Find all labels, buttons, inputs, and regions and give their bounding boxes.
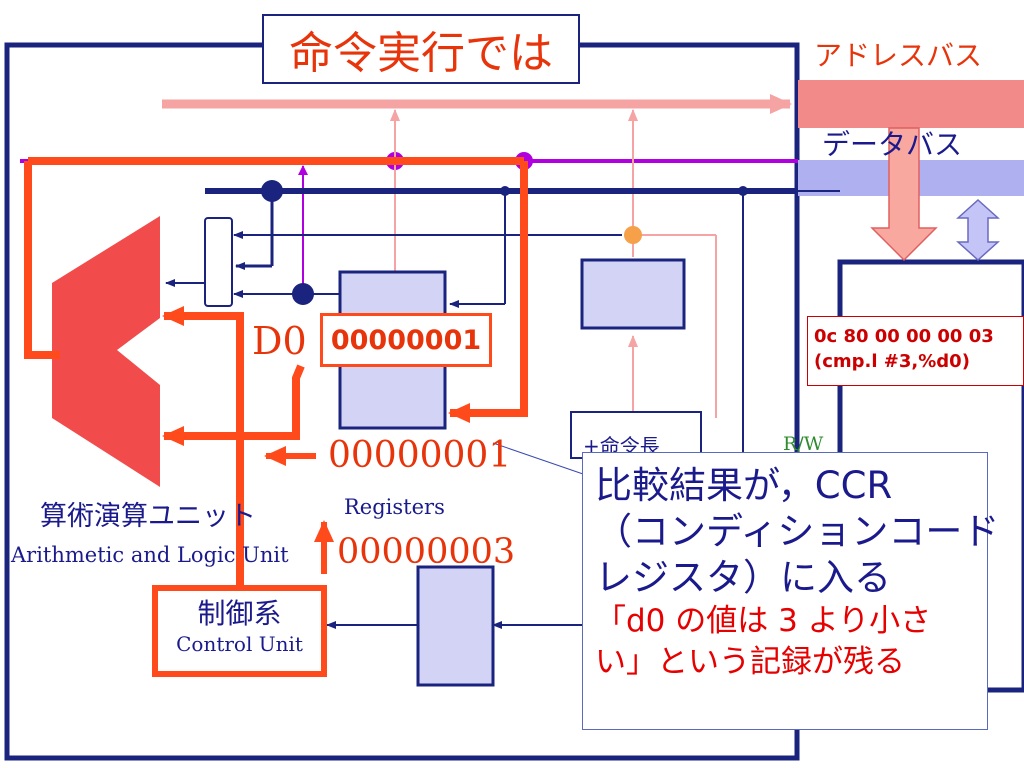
- address-bus-label: アドレスバス: [814, 39, 983, 72]
- control-unit-label-en: Control Unit: [176, 632, 303, 656]
- memory-instruction-box: 0c 80 00 00 00 03 (cmp.l #3,%d0): [807, 316, 1024, 386]
- note-line-4: 「d0 の値は 3 より小さ: [595, 603, 932, 639]
- assembly-code: (cmp.l #3,%d0): [814, 351, 970, 372]
- flow-d0-to-alu: [162, 364, 305, 446]
- title-box: 命令実行では: [262, 14, 580, 84]
- multiplexer: [204, 217, 233, 307]
- explanation-note: 比較結果が，CCR （コンディションコード レジスタ）に入る 「d0 の値は 3…: [582, 452, 1000, 730]
- alu-label-ja: 算術演算ユニット: [40, 501, 256, 532]
- note-line-1: 比較結果が，CCR: [595, 464, 893, 507]
- alu-label-en: Arithmetic and Logic Unit: [11, 543, 289, 567]
- pc-increment-label: +命令長: [583, 434, 660, 458]
- decoder: [416, 565, 495, 687]
- control-unit-label-ja: 制御系: [197, 597, 282, 630]
- registers-label: Registers: [344, 495, 445, 519]
- operand-register-value: 00000001: [328, 435, 512, 476]
- flow-ctrl-to-alu: [162, 306, 244, 585]
- register-d0-label: D0: [252, 319, 307, 363]
- register-d0-value-box: 00000001: [320, 313, 492, 367]
- callout-pointer: [492, 442, 584, 475]
- address-to-memory-arrow: [870, 127, 938, 262]
- control-unit-box: 制御系 Control Unit: [152, 585, 327, 677]
- note-line-5: い」という記録が残る: [595, 644, 905, 680]
- program-counter-box: [570, 411, 702, 459]
- note-line-3: レジスタ）に入る: [595, 556, 891, 599]
- instruction-register: [580, 258, 686, 330]
- operand-immediate-value: 00000003: [337, 532, 516, 572]
- databus-memory-double-arrow: [956, 198, 1000, 262]
- rw-label: R/W: [783, 433, 824, 455]
- alu-shape: [52, 216, 160, 487]
- register-d0-value: 00000001: [330, 324, 482, 356]
- bus-junction-4: [292, 283, 314, 305]
- flow-loop-left: [24, 161, 60, 359]
- flow-loop-outer: [448, 161, 528, 423]
- machine-code: 0c 80 00 00 00 03: [814, 326, 994, 347]
- page-title: 命令実行では: [289, 28, 553, 79]
- data-bus-label: データバス: [822, 128, 963, 161]
- address-bus: [798, 80, 1024, 128]
- note-line-2: （コンディションコード: [595, 510, 1000, 553]
- orange-junction: [624, 226, 642, 244]
